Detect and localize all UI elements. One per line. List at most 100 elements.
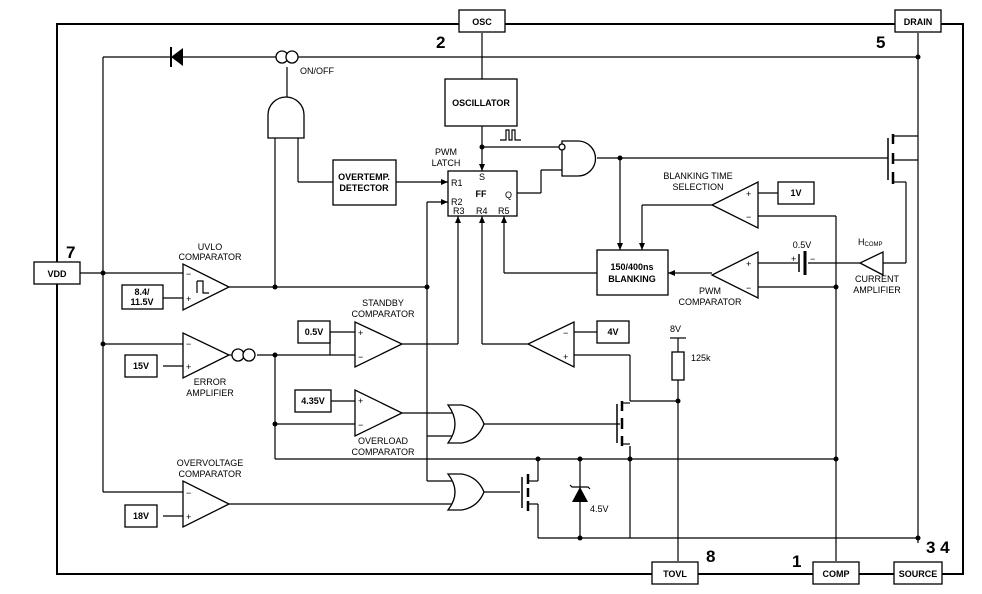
overvoltage-title-1: OVERVOLTAGE [177, 458, 244, 468]
pin-tovl[interactable]: TOVL [651, 561, 699, 585]
zener-diode-icon [569, 484, 591, 502]
nand-invert-bubble [558, 143, 566, 151]
uvlo-title-2: COMPARATOR [178, 252, 242, 262]
blanking-sel-plus: + [746, 189, 751, 199]
pwm-minus: − [746, 283, 751, 293]
blanking-sel-title-2: SELECTION [672, 182, 723, 192]
battery-plus: + [791, 254, 796, 264]
standby-title-1: STANDBY [362, 298, 404, 308]
pin-osc-number: 2 [436, 33, 445, 52]
wiring [80, 33, 919, 561]
resistor-125k [671, 351, 685, 381]
hcomp-label: HCOMP [858, 237, 883, 248]
pin-vdd[interactable]: VDD [33, 261, 81, 285]
latch-mosfet [521, 474, 538, 511]
tovl-comparator [526, 320, 575, 369]
tovl-mosfet [616, 401, 630, 446]
pwm-latch-block: S FF Q R1 R2 R3 R4 R5 [447, 170, 518, 217]
uvlo-plus: + [186, 294, 191, 304]
pin-comp-number: 1 [792, 552, 801, 571]
latch-pin-q: Q [505, 190, 512, 200]
svg-text:1V: 1V [790, 188, 801, 198]
latch-pin-s: S [479, 172, 485, 182]
blanking-sel-title-1: BLANKING TIME [663, 171, 732, 181]
battery-minus: − [810, 254, 815, 264]
or-gate-overload [446, 404, 485, 444]
tovl-minus: − [563, 328, 568, 338]
pin-drain[interactable]: DRAIN [894, 9, 942, 33]
pin-tovl-number: 8 [706, 547, 715, 566]
uvlo-title-1: UVLO [198, 242, 223, 252]
pwm-comparator [710, 250, 759, 300]
overvoltage-minus: − [186, 488, 191, 498]
current-amp-title-1: CURRENT [855, 274, 900, 284]
uvlo-minus: − [186, 269, 191, 279]
error-plus: + [186, 362, 191, 372]
onoff-current-source-icon [275, 50, 299, 64]
error-current-source-icon [231, 348, 245, 362]
blanking-selection-comparator [710, 180, 759, 230]
tovl-plus: + [563, 352, 568, 362]
error-minus: − [186, 339, 191, 349]
pin-source[interactable]: SOURCE [893, 561, 943, 585]
overtemp-label-2: DETECTOR [339, 183, 389, 193]
oscillator-label: OSCILLATOR [452, 98, 510, 108]
pulse-waveform-icon [500, 129, 521, 141]
svg-text:18V: 18V [133, 511, 149, 521]
onoff-label: ON/OFF [300, 66, 334, 76]
ref-uvlo: 8.4/ 11.5V [121, 284, 164, 310]
junction-dots [100, 54, 921, 541]
overvoltage-title-2: COMPARATOR [178, 469, 242, 479]
standby-comparator [354, 320, 404, 369]
latch-pin-r4: R4 [476, 206, 488, 216]
blanking-label-1: 150/400ns [610, 262, 653, 272]
pin-vdd-number: 7 [66, 243, 75, 262]
pin-source-label: SOURCE [899, 569, 938, 579]
blanking-block: 150/400ns BLANKING [596, 249, 669, 296]
blanking-label-2: BLANKING [608, 274, 656, 284]
pwm-comp-title-1: PWM [699, 286, 721, 296]
pin-drain-number: 5 [876, 33, 885, 52]
pin-osc[interactable]: OSC [458, 9, 506, 33]
error-current-source-icon-2 [242, 348, 256, 362]
latch-pin-r3: R3 [453, 206, 465, 216]
hysteresis-icon [196, 280, 209, 294]
pin-tovl-label: TOVL [663, 569, 687, 579]
error-title-1: ERROR [194, 377, 227, 387]
battery-05v-icon [798, 251, 807, 275]
pin-vdd-label: VDD [47, 269, 67, 279]
ref-error: 15V [124, 354, 158, 378]
pwm-latch-title-2: LATCH [432, 158, 461, 168]
current-amplifier [858, 250, 884, 277]
power-mosfet [887, 134, 897, 184]
nand-gate-drive [561, 140, 597, 177]
svg-text:11.5V: 11.5V [130, 297, 153, 307]
pwm-comp-title-2: COMPARATOR [678, 297, 742, 307]
latch-pin-r2: R2 [451, 197, 463, 207]
standby-title-2: COMPARATOR [351, 309, 415, 319]
svg-text:0.5V: 0.5V [305, 327, 324, 337]
overvoltage-plus: + [186, 512, 191, 522]
current-amp-title-2: AMPLIFIER [853, 285, 901, 295]
overload-title-1: OVERLOAD [358, 436, 409, 446]
ref-standby: 0.5V [297, 320, 331, 344]
pwm-plus: + [746, 259, 751, 269]
chip-boundary [56, 23, 964, 575]
pin-drain-label: DRAIN [904, 17, 933, 27]
or-gate-latch [446, 473, 485, 511]
uvlo-comparator [182, 262, 231, 312]
and-gate-onoff [267, 96, 305, 139]
error-title-2: AMPLIFIER [186, 388, 234, 398]
blanking-sel-minus: − [746, 212, 751, 222]
pin-comp-label: COMP [823, 569, 850, 579]
latch-pin-r5: R5 [498, 206, 510, 216]
pwm-latch-title-1: PWM [435, 147, 457, 157]
zener-label: 4.5V [590, 504, 609, 514]
pin-comp[interactable]: COMP [812, 561, 860, 585]
svg-text:8.4/: 8.4/ [134, 287, 150, 297]
ref-1v: 1V [777, 181, 815, 205]
pin-source-number: 3 4 [926, 538, 950, 557]
overvoltage-comparator [182, 479, 231, 529]
latch-ff-label: FF [476, 189, 487, 199]
